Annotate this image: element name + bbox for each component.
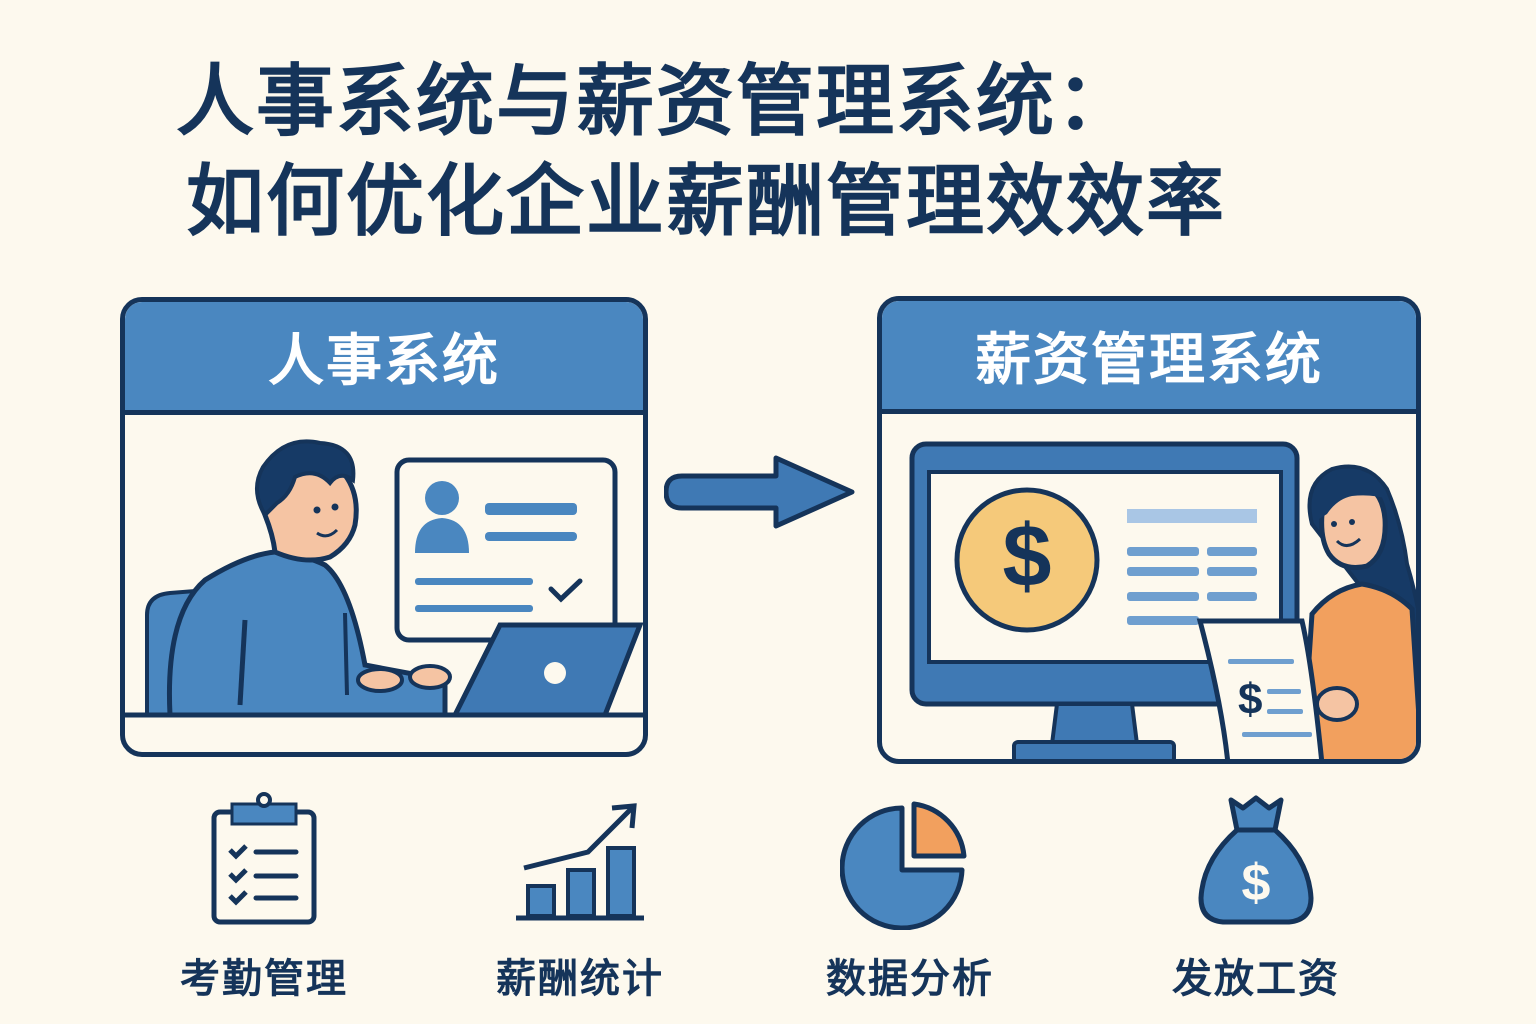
title-line-2: 如何优化企业薪酬管理效效率 xyxy=(186,157,1227,247)
feature-label: 数据分析 xyxy=(826,956,994,1002)
monitor-icon: $ xyxy=(909,441,1300,759)
profile-card-icon xyxy=(394,457,618,643)
feature-compensation-stats: 薪酬统计 xyxy=(460,790,700,1004)
hr-system-header: 人事系统 xyxy=(125,302,643,415)
title-line-1: 人事系统与薪资管理系统： xyxy=(176,57,1137,147)
hr-system-panel: 人事系统 xyxy=(120,297,648,757)
feature-data-analysis: 数据分析 xyxy=(790,790,1030,1004)
feature-label: 发放工资 xyxy=(1172,956,1340,1002)
page-title: 人事系统与薪资管理系统： 如何优化企业薪酬管理效效率 xyxy=(176,52,1226,252)
svg-text:$: $ xyxy=(1003,506,1052,605)
clipboard-checklist-icon xyxy=(211,792,317,925)
pie-chart-icon xyxy=(840,801,967,930)
woman-with-payslip-illustration: $ $ xyxy=(909,441,1416,759)
feature-label: 考勤管理 xyxy=(180,956,348,1002)
svg-text:$: $ xyxy=(1238,675,1262,724)
money-bag-icon: $ xyxy=(1198,795,1314,925)
payroll-system-header: 薪资管理系统 xyxy=(882,301,1416,414)
payroll-system-panel: 薪资管理系统 $ xyxy=(877,296,1421,764)
man-at-laptop-illustration xyxy=(125,439,643,718)
feature-attendance: 考勤管理 xyxy=(144,790,384,1004)
svg-text:$: $ xyxy=(1242,854,1271,912)
payslip-icon: $ xyxy=(1196,618,1325,759)
arrow-right-icon xyxy=(664,455,855,529)
bar-chart-growth-icon xyxy=(516,803,644,921)
feature-label: 薪酬统计 xyxy=(496,956,664,1002)
feature-salary-payment: $ 发放工资 xyxy=(1136,790,1376,1004)
